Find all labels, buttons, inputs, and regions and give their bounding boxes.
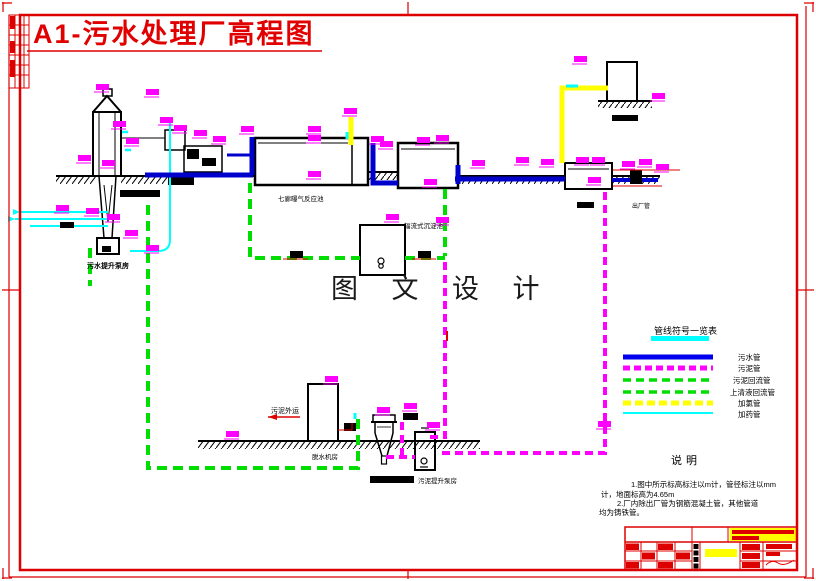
binding-strip-table [8,14,30,89]
corner-mark [804,2,814,12]
label-inlet-pump-room: 污水提升泵房 [87,261,129,270]
title-block [624,526,798,571]
pipe-sewage [145,137,658,186]
corner-mark [2,568,12,579]
label-bar [577,202,594,208]
corner-mark [2,2,12,12]
legend-label: 加药管 [738,409,761,419]
sludge-out-annotation: 污泥外运 [268,406,300,420]
legend-label: 污水管 [738,352,761,362]
pipe-chlorine [348,85,608,163]
label-radial-clarifier: 辐流式沉淀池 [404,221,444,230]
legend-label: 污泥管 [738,363,761,373]
arrow-left-icon [268,414,277,420]
label-sludge-storage: 污泥提升泵房 [418,476,457,485]
legend-title: 管线符号一览表 [654,325,717,336]
dewatering-building [307,383,339,442]
drawing-title: A1-污水处理厂高程图 [33,18,315,49]
watermark-text: 图 文 设 计 [331,274,553,304]
label-dewatering-room: 脱水机房 [312,452,338,461]
notes-line: 均为铸铁管。 [599,507,644,517]
corner-mark [804,568,814,579]
label-bar [612,115,638,121]
signature-squiggle [765,559,795,566]
legend-label: 上清液回流管 [730,387,775,397]
legend-title-underline [651,336,709,341]
label-bar [120,190,160,197]
label-outfall-pipe: 出厂管 [632,202,650,210]
structures [92,61,638,471]
notes-line: 2.厂内除出厂管为钢筋混凝土管，其他管道 [617,498,759,508]
label-bar [370,476,414,483]
notes-line: 计，地面标高为4.65m [601,489,674,499]
label-aeration-tank: 七廊曝气反应池 [278,194,324,203]
chlorination-building [606,61,638,102]
aeration-basin [253,136,370,187]
legend-label: 污泥回流管 [733,375,771,385]
pipe-sludge [386,192,607,459]
title-block-binding-squares [693,544,699,569]
notes-title: 说明 [671,453,701,467]
label-sludge-out: 污泥外运 [271,406,299,415]
unit-labels: 七廊曝气反应池 辐流式沉淀池 出厂管 脱水机房 污泥提升泵房 污水提升泵房 [87,115,650,485]
pipe-legend: 管线符号一览表 污水管 污泥管 污泥回流管 上清液回流管 加氯管 加药管 [623,325,775,419]
title-block-filled-cells [626,543,792,569]
notes-block: 说明 1.图中所示标高标注以m计，管径标注以mm 计，地面标高为4.65m 2.… [599,453,776,517]
legend-label: 加氯管 [738,398,761,408]
label-bar [403,413,418,420]
title-block-yellow-cell [705,549,737,557]
notes-line: 1.图中所示标高标注以m计，管径标注以mm [631,479,776,489]
inlet-tower [92,88,122,255]
return-sludge-pump-house [359,224,406,276]
